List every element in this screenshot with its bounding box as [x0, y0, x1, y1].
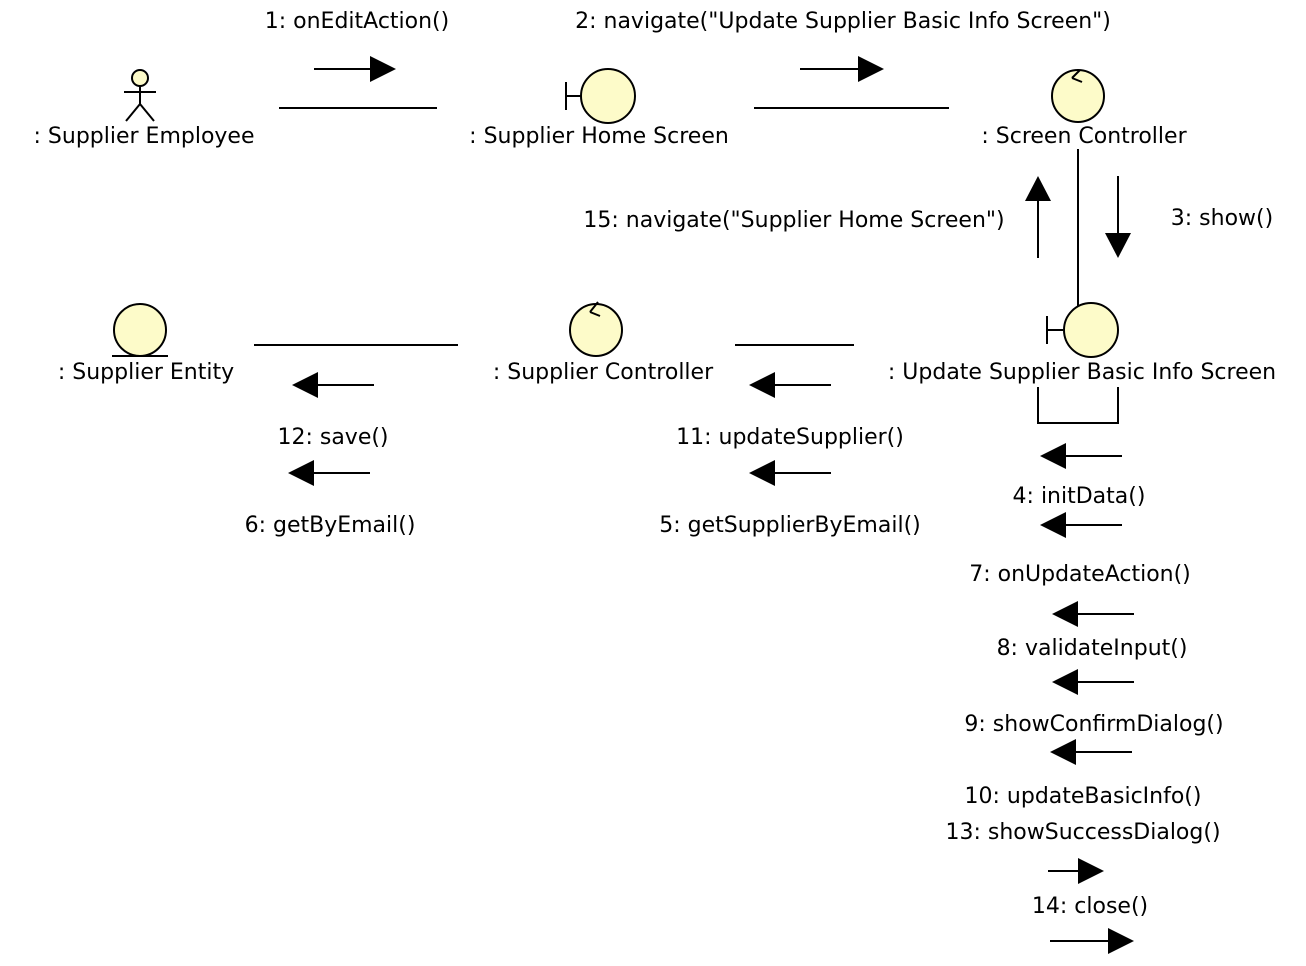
- arrow-left-icon: [292, 372, 374, 398]
- arrow-down-icon: [1105, 176, 1131, 258]
- entity-icon: [112, 303, 168, 357]
- arrow-right-icon: [800, 56, 884, 82]
- object-label: : Supplier Employee: [34, 124, 255, 149]
- message-label: 6: getByEmail(): [245, 513, 416, 538]
- arrow-left-icon: [1040, 443, 1122, 469]
- message-label: 7: onUpdateAction(): [969, 562, 1191, 587]
- object-labels: : Supplier Employee : Supplier Home Scre…: [34, 124, 1277, 385]
- object-label: : Update Supplier Basic Info Screen: [888, 360, 1276, 385]
- boundary-icon: [565, 68, 636, 124]
- message-label: 11: updateSupplier(): [676, 425, 904, 450]
- boundary-icon: [1046, 302, 1119, 358]
- arrow-right-icon: [1050, 928, 1134, 954]
- arrow-left-icon: [1052, 669, 1134, 695]
- actor-icon: [124, 69, 156, 122]
- message-label: 13: showSuccessDialog(): [945, 820, 1220, 845]
- message-label: 3: show(): [1171, 206, 1273, 231]
- message-label: 9: showConfirmDialog(): [964, 712, 1223, 737]
- message-label: 2: navigate("Update Supplier Basic Info …: [575, 9, 1111, 34]
- object-label: : Supplier Home Screen: [469, 124, 729, 149]
- control-icon: [1051, 69, 1105, 123]
- message-label: 4: initData(): [1013, 484, 1146, 509]
- message-labels: 1: onEditAction() 2: navigate("Update Su…: [245, 9, 1274, 919]
- arrow-up-icon: [1025, 176, 1051, 258]
- object-label: : Supplier Entity: [58, 360, 234, 385]
- object-label: : Supplier Controller: [493, 360, 714, 385]
- arrow-left-icon: [749, 372, 831, 398]
- control-icon: [569, 301, 623, 357]
- self-link-update-screen: [1037, 387, 1119, 424]
- message-label: 5: getSupplierByEmail(): [659, 513, 921, 538]
- message-label: 15: navigate("Supplier Home Screen"): [583, 208, 1004, 233]
- arrow-left-icon: [749, 460, 831, 486]
- links: [254, 107, 1119, 424]
- arrow-left-icon: [288, 460, 370, 486]
- arrow-left-icon: [1040, 512, 1122, 538]
- arrow-right-icon: [314, 56, 396, 82]
- object-label: : Screen Controller: [981, 124, 1187, 149]
- message-label: 14: close(): [1032, 894, 1148, 919]
- arrow-right-icon: [1048, 858, 1104, 884]
- message-label: 10: updateBasicInfo(): [965, 784, 1202, 809]
- arrow-left-icon: [1052, 601, 1134, 627]
- message-label: 1: onEditAction(): [265, 9, 449, 34]
- message-label: 8: validateInput(): [997, 636, 1188, 661]
- arrow-left-icon: [1050, 739, 1132, 765]
- message-arrows: [288, 56, 1134, 954]
- message-label: 12: save(): [277, 425, 388, 450]
